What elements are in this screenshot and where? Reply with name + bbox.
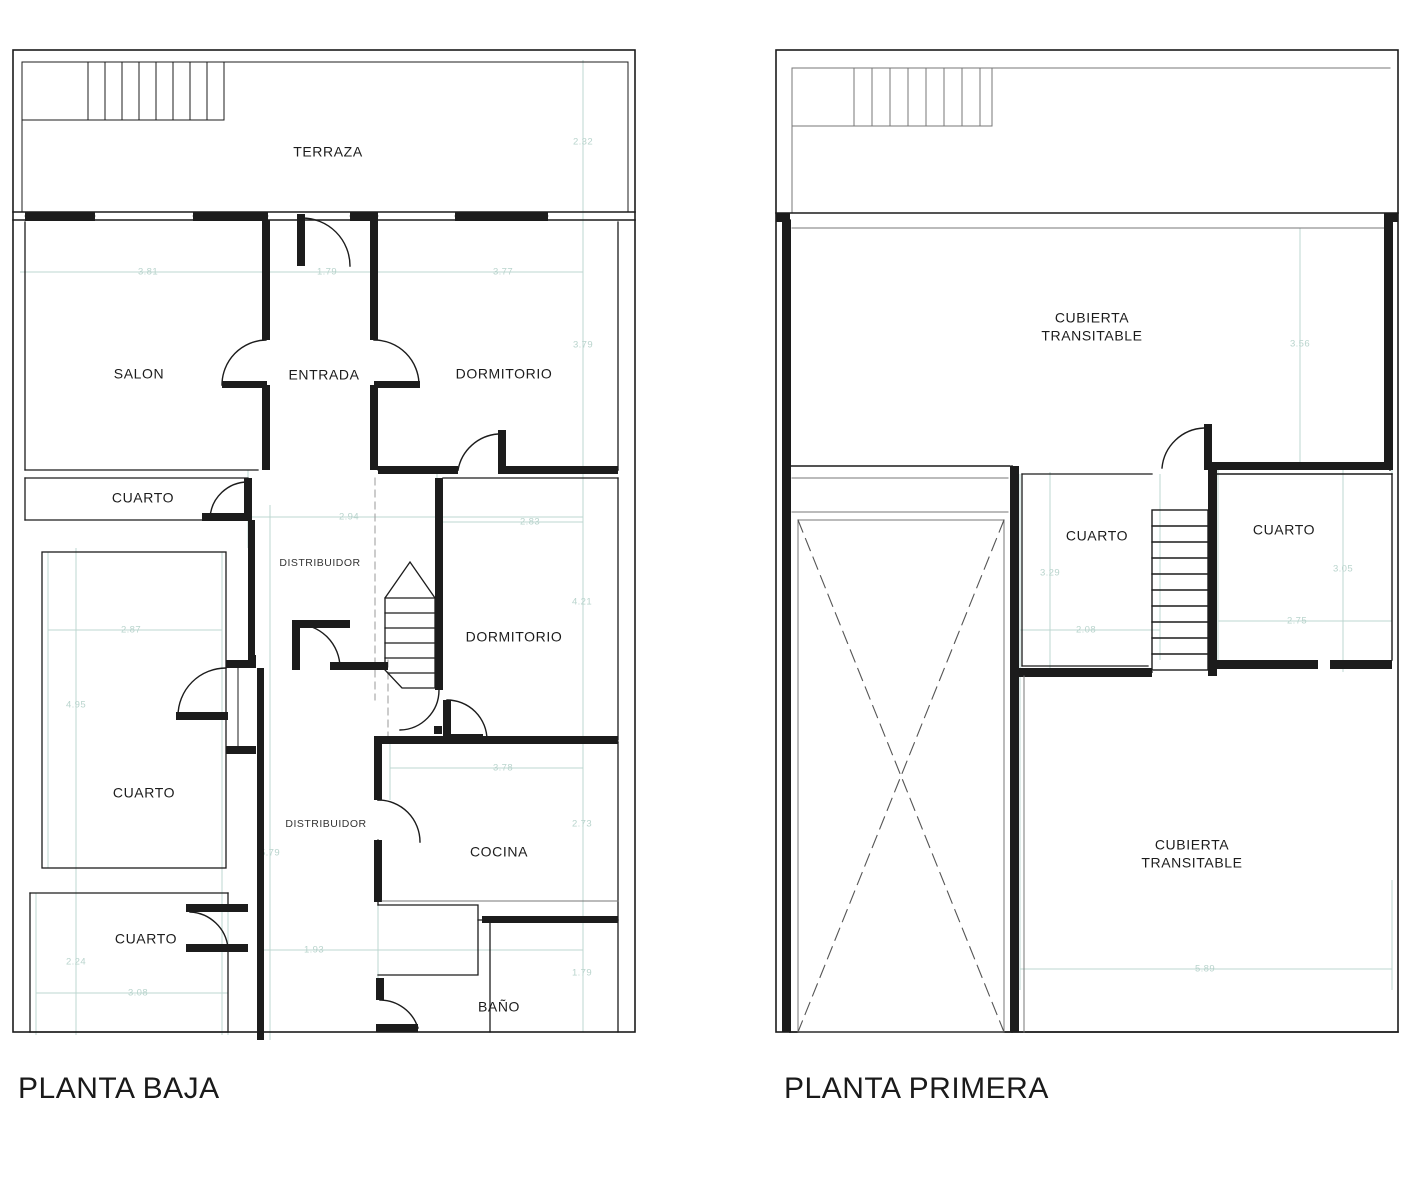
- dim-2-32: 2.32: [573, 137, 593, 148]
- svg-text:2.87: 2.87: [121, 625, 141, 636]
- room-label-cuarto-3: CUARTO: [115, 931, 177, 947]
- walls-primera: [775, 49, 1399, 1033]
- room-label-cocina: COCINA: [470, 844, 528, 860]
- terrace-stairs: [21, 61, 225, 121]
- dimension-lines-primera: [1019, 228, 1393, 990]
- dimension-labels-primera: 3.56 3.29 2.08 2.75 3.05 5.89: [1040, 339, 1353, 975]
- dim-5-79: 5.79: [260, 848, 280, 859]
- dim-3-08: 3.08: [128, 988, 148, 999]
- room-label-cuarto-p1: CUARTO: [1066, 528, 1128, 544]
- dim-2-94: 2.94: [339, 512, 359, 523]
- room-label-entrada: ENTRADA: [288, 367, 359, 383]
- dim-4-95: 4.95: [66, 700, 86, 711]
- dim-5-89: 5.89: [1195, 964, 1215, 975]
- svg-text:2.94: 2.94: [339, 512, 359, 523]
- dim-3-78: 3.78: [493, 763, 513, 774]
- interior-staircase-baja: [384, 560, 436, 689]
- room-labels-primera: CUBIERTA TRANSITABLE CUARTO CUARTO CUBIE…: [1041, 310, 1315, 871]
- svg-text:3.78: 3.78: [493, 763, 513, 774]
- room-label-cubierta-lower-line2: TRANSITABLE: [1141, 855, 1242, 871]
- roof-stairs-primera: [791, 67, 993, 127]
- room-label-dormitorio-1: DORMITORIO: [456, 366, 553, 382]
- room-label-cubierta-upper-line2: TRANSITABLE: [1041, 328, 1142, 344]
- dim-2-24: 2.24: [66, 957, 86, 968]
- dim-3-05: 3.05: [1333, 564, 1353, 575]
- room-label-cubierta-upper-line1: CUBIERTA: [1055, 310, 1129, 326]
- dim-1-79-bot: 1.79: [572, 968, 592, 979]
- svg-text:3.81: 3.81: [138, 267, 158, 278]
- dim-2-75: 2.75: [1287, 616, 1307, 627]
- svg-text:3.79: 3.79: [573, 340, 593, 351]
- svg-text:1.93: 1.93: [304, 945, 324, 956]
- room-label-terraza: TERRAZA: [293, 144, 363, 160]
- planta-baja-drawing: 2.32 3.81 1.79 3.77 3.79 2.94 2.83 4.21 …: [12, 49, 636, 1040]
- room-label-cubierta-lower-line1: CUBIERTA: [1155, 837, 1229, 853]
- dim-3-81: 3.81: [138, 267, 158, 278]
- room-label-distribuidor-1: DISTRIBUIDOR: [279, 557, 360, 569]
- svg-text:2.83: 2.83: [520, 517, 540, 528]
- dim-2-73: 2.73: [572, 819, 592, 830]
- dim-1-93: 1.93: [304, 945, 324, 956]
- dim-3-79: 3.79: [573, 340, 593, 351]
- svg-text:4.95: 4.95: [66, 700, 86, 711]
- room-label-bano: BAÑO: [478, 999, 520, 1015]
- dim-3-77: 3.77: [493, 267, 513, 278]
- dim-2-83: 2.83: [520, 517, 540, 528]
- svg-text:3.08: 3.08: [128, 988, 148, 999]
- dim-3-29: 3.29: [1040, 568, 1060, 579]
- interior-staircase-primera: [1151, 509, 1209, 671]
- dim-2-87: 2.87: [121, 625, 141, 636]
- dim-3-56: 3.56: [1290, 339, 1310, 350]
- svg-text:1.79: 1.79: [572, 968, 592, 979]
- room-label-salon: SALON: [114, 366, 164, 382]
- plan-title-planta-primera: PLANTA PRIMERA: [784, 1072, 1049, 1105]
- svg-text:3.77: 3.77: [493, 267, 513, 278]
- room-label-distribuidor-2: DISTRIBUIDOR: [285, 818, 366, 830]
- svg-text:4.21: 4.21: [572, 597, 592, 608]
- dim-2-08: 2.08: [1076, 625, 1096, 636]
- room-label-cuarto-p2: CUARTO: [1253, 522, 1315, 538]
- room-label-cuarto-2: CUARTO: [113, 785, 175, 801]
- dim-4-21: 4.21: [572, 597, 592, 608]
- dimension-labels-baja: 2.32 3.81 1.79 3.77 3.79 2.94 2.83 4.21 …: [66, 137, 593, 999]
- svg-text:2.32: 2.32: [573, 137, 593, 148]
- svg-text:1.79: 1.79: [317, 267, 337, 278]
- svg-text:5.79: 5.79: [260, 848, 280, 859]
- plan-title-planta-baja: PLANTA BAJA: [18, 1072, 220, 1105]
- room-label-dormitorio-2: DORMITORIO: [466, 629, 563, 645]
- room-label-cuarto-1: CUARTO: [112, 490, 174, 506]
- dim-1-79-top: 1.79: [317, 267, 337, 278]
- svg-text:2.73: 2.73: [572, 819, 592, 830]
- walls-baja: [12, 49, 636, 1040]
- room-labels-baja: TERRAZA SALON ENTRADA DORMITORIO CUARTO …: [112, 144, 562, 1015]
- svg-text:2.24: 2.24: [66, 957, 86, 968]
